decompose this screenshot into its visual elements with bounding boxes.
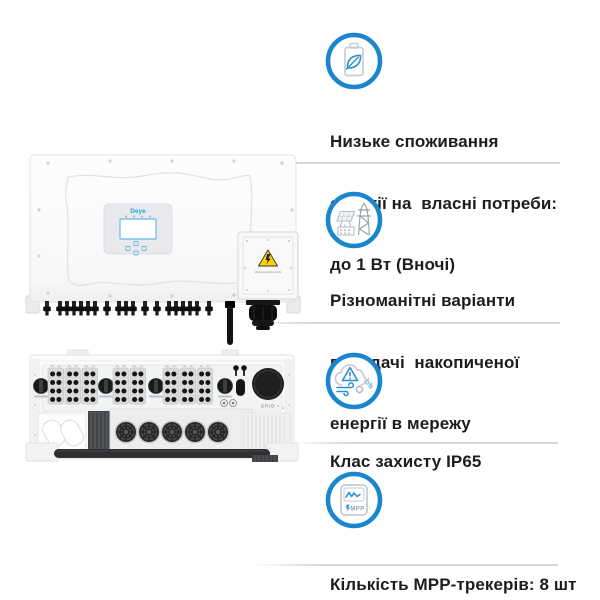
feature-line: Кількість MPP-трекерів: 8 шт bbox=[330, 575, 577, 594]
terminal-comb bbox=[252, 455, 278, 462]
inverter-front-view: Deye Warning electric shock bbox=[25, 154, 301, 345]
lcd-screen bbox=[119, 218, 157, 240]
grid-label: GRID bbox=[261, 404, 275, 409]
weather-protection-icon bbox=[325, 352, 383, 410]
access-panel: Warning electric shock bbox=[237, 231, 299, 300]
divider-line-4 bbox=[252, 564, 558, 566]
battery-leaf-icon bbox=[325, 32, 383, 90]
feature-line: енергії в мережу bbox=[330, 414, 471, 433]
display-panel: Deye bbox=[103, 203, 173, 256]
mpp-tracker-icon: MPP bbox=[325, 471, 383, 529]
display-buttons bbox=[125, 241, 147, 256]
inverter-bottom-view: GRID bbox=[25, 349, 299, 462]
cable-gland bbox=[246, 300, 280, 330]
cooling-fans bbox=[109, 408, 253, 456]
feature-line: Низьке споживання bbox=[330, 132, 499, 151]
pv-terminal-blocks bbox=[47, 364, 213, 405]
feature-text-4: Кількість MPP-трекерів: 8 шт bbox=[330, 534, 577, 600]
heatsink-block bbox=[88, 411, 110, 455]
feature-line: Різноманітні варіанти bbox=[330, 291, 516, 310]
feature-line: до 1 Вт (Вночі) bbox=[330, 255, 456, 274]
divider-line-3 bbox=[290, 442, 558, 444]
mpp-badge: MPP bbox=[350, 507, 364, 513]
solar-to-grid-icon bbox=[325, 191, 383, 249]
label-stickers bbox=[37, 412, 87, 454]
grid-output-port: GRID bbox=[252, 368, 284, 409]
divider-line-1 bbox=[293, 162, 560, 164]
ac-cable bbox=[225, 301, 235, 345]
warning-text: Warning electric shock bbox=[255, 270, 282, 274]
feature-line: Клас захисту IP65 bbox=[330, 452, 482, 471]
brand-logo: Deye bbox=[130, 208, 146, 215]
divider-line-2 bbox=[240, 322, 560, 324]
mounting-rail bbox=[54, 449, 270, 458]
bolt-icon bbox=[345, 504, 351, 512]
feature-text-3: Клас захисту IP65 bbox=[330, 411, 481, 514]
com-port bbox=[236, 379, 245, 396]
pv-connectors bbox=[43, 301, 213, 316]
mounting-foot bbox=[25, 442, 59, 462]
